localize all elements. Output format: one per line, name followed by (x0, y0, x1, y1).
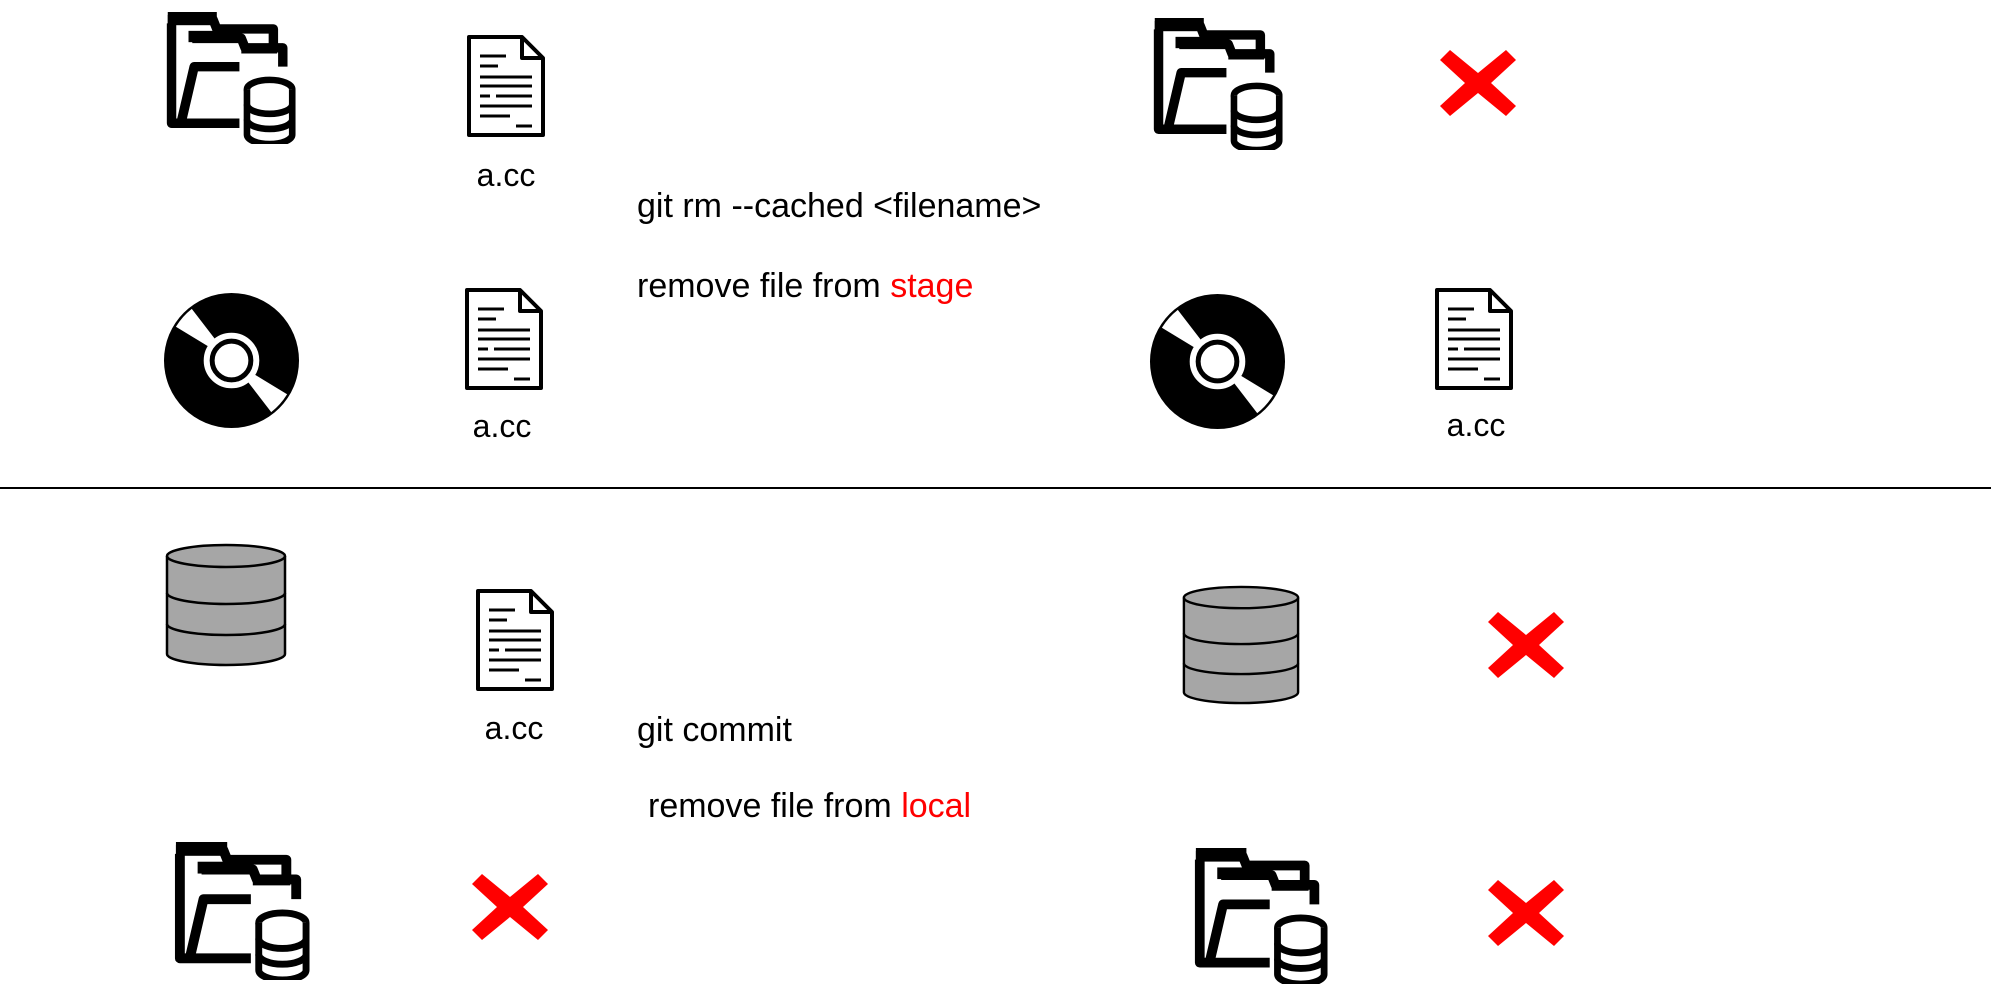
description-prefix: remove file from (637, 267, 891, 305)
folder-database-icon (1151, 18, 1283, 150)
description-highlight: stage (890, 267, 974, 305)
database-icon (1181, 582, 1301, 708)
description-text: remove file from stage (637, 266, 973, 306)
document-icon (466, 34, 546, 138)
section-divider (0, 487, 1991, 489)
file-label: a.cc (1446, 407, 1506, 443)
file-label: a.cc (476, 157, 536, 193)
red-x-icon (1440, 50, 1516, 116)
document-icon (475, 588, 555, 692)
folder-database-icon (172, 842, 310, 980)
disc-icon (162, 291, 301, 430)
command-text: git commit (637, 711, 792, 749)
disc-icon (1148, 292, 1287, 431)
file-label: a.cc (484, 710, 544, 746)
command-text: git rm --cached <filename> (637, 187, 1042, 225)
document-icon (1434, 287, 1514, 391)
description-text: remove file from local (648, 786, 971, 826)
folder-database-icon (164, 12, 296, 144)
red-x-icon (472, 874, 548, 940)
description-highlight: local (901, 787, 972, 825)
folder-database-icon (1192, 848, 1328, 984)
file-label: a.cc (472, 408, 532, 444)
description-prefix: remove file from (648, 787, 902, 825)
red-x-icon (1488, 612, 1564, 678)
red-x-icon (1488, 880, 1564, 946)
document-icon (464, 287, 544, 391)
database-icon (164, 542, 288, 668)
